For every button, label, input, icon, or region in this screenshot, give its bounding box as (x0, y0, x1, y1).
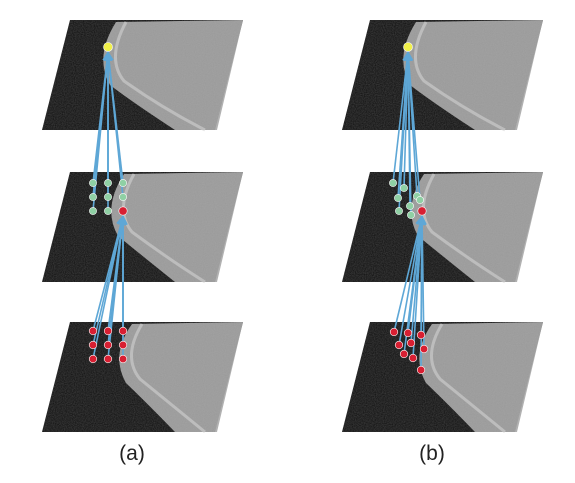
panel-a-sample-point (88, 340, 98, 350)
panel-a-sample-point (88, 326, 98, 336)
panel-b-middle-point (389, 179, 397, 187)
panel-b-arrow-upper (403, 51, 413, 216)
panel-a-middle-point (104, 193, 112, 201)
panel-a-middle-center-point (118, 206, 128, 216)
layer-texture (342, 20, 543, 130)
panel-b-layer-3 (342, 322, 543, 434)
panel-a-sample-point (103, 326, 113, 336)
panel-b-sample-point (419, 344, 429, 354)
panel-b-arrow-lower (417, 215, 427, 371)
panel-a-sample-point (118, 354, 128, 364)
layer-texture (42, 20, 243, 130)
panel-b-middle-point (400, 184, 408, 192)
panel-b-middle-point (407, 211, 415, 219)
panel-a-arrow-lower (107, 215, 127, 360)
panel-a-sample-point (103, 340, 113, 350)
layer-texture (342, 322, 543, 432)
panel-b-sample-point (416, 365, 426, 375)
layer-texture (42, 172, 243, 282)
panel-a-sample-point (103, 354, 113, 364)
layer-texture (342, 172, 543, 282)
panel-a-middle-point (89, 179, 97, 187)
panel-b-arrow-lower (398, 215, 426, 346)
panel-b-arrow-upper (398, 51, 413, 212)
panel-a-sample-point (88, 354, 98, 364)
panel-a-layer-1 (42, 20, 244, 132)
panel-b-arrow-upper (403, 51, 421, 201)
panel-b-top-point (403, 42, 413, 52)
panel-a-layer-2 (42, 172, 244, 284)
panel-b-sample-point (408, 353, 418, 363)
panel-b-sample-point (394, 340, 404, 350)
panel-a-middle-point (89, 207, 97, 215)
panel-a-middle-point (89, 193, 97, 201)
panel-b-sample-point (403, 328, 413, 338)
panel-b-middle-point (394, 194, 402, 202)
panel-b-middle-point (406, 202, 414, 210)
panel-a-layer-3 (42, 322, 243, 434)
layer-texture (42, 322, 243, 432)
panel-a-sample-point (118, 326, 128, 336)
panel-b-sample-point (389, 327, 399, 337)
panel-b-arrow-lower (393, 215, 425, 333)
panel-a-sample-point (118, 340, 128, 350)
panel-b-sample-point (406, 338, 416, 348)
panel-b-layer-2 (342, 172, 543, 284)
panel-a-arrow-lower (92, 215, 126, 360)
panel-b-middle-center-point (417, 206, 427, 216)
panel-a-top-point (103, 42, 113, 52)
panel-a-arrow-upper (104, 51, 124, 198)
panel-a-middle-point (104, 207, 112, 215)
panel-b-arrow-upper (392, 51, 412, 184)
panel-b-sample-point (416, 330, 426, 340)
panel-b-middle-point (395, 207, 403, 215)
panel-b-arrow-lower (412, 215, 427, 359)
panel-a-middle-point (119, 179, 127, 187)
panel-b-middle-point (416, 196, 424, 204)
panel-b-sample-point (399, 349, 409, 359)
panel-a-caption: (a) (119, 442, 145, 465)
panel-b-caption: (b) (419, 442, 445, 465)
panel-a-middle-point (104, 179, 112, 187)
panel-b-layer-1 (342, 20, 543, 132)
panel-a-middle-point (119, 193, 127, 201)
